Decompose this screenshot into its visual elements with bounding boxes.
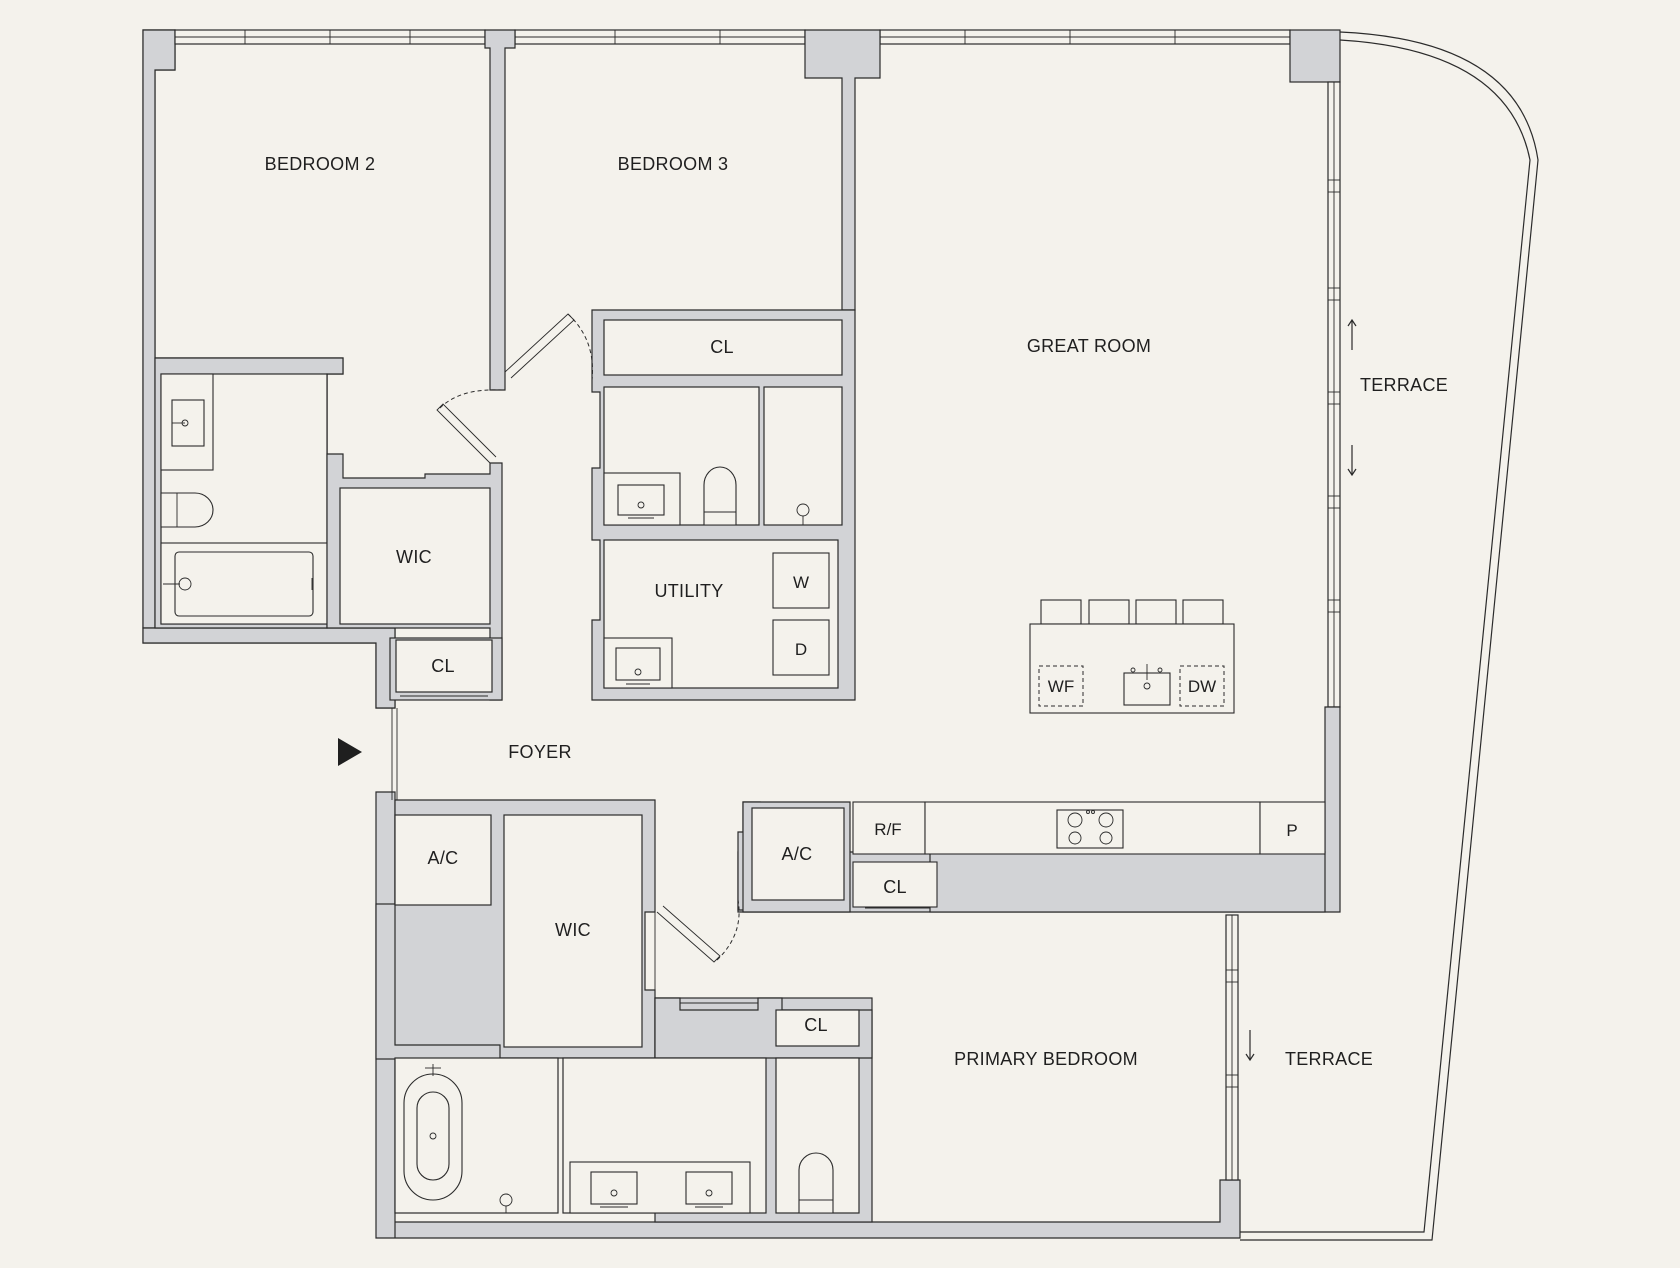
arrow-up-icon bbox=[1347, 318, 1357, 350]
bedroom3-service-block bbox=[591, 309, 856, 701]
label-great-room: GREAT ROOM bbox=[1027, 336, 1151, 356]
label-closet-foyer: CL bbox=[431, 656, 455, 676]
label-ac-right: A/C bbox=[782, 844, 813, 864]
label-primary-bedroom: PRIMARY BEDROOM bbox=[954, 1049, 1138, 1069]
label-wic-primary: WIC bbox=[555, 920, 591, 940]
label-closet-kitchen: CL bbox=[883, 877, 907, 897]
label-bedroom2: BEDROOM 2 bbox=[265, 154, 376, 174]
wic-bedroom2 bbox=[326, 453, 503, 701]
primary-wic-block bbox=[394, 799, 656, 1059]
label-terrace-upper: TERRACE bbox=[1360, 375, 1448, 395]
label-pantry: P bbox=[1286, 821, 1297, 840]
entry-arrow-icon bbox=[338, 738, 362, 766]
label-refrigerator: R/F bbox=[874, 820, 901, 839]
label-closet-primary: CL bbox=[804, 1015, 828, 1035]
kitchen-island bbox=[1029, 599, 1235, 714]
label-wic-bedroom2: WIC bbox=[396, 547, 432, 567]
primary-bath bbox=[394, 997, 873, 1223]
label-foyer: FOYER bbox=[508, 742, 572, 762]
doors-upper bbox=[436, 313, 593, 464]
label-dishwasher: DW bbox=[1188, 677, 1216, 696]
label-utility: UTILITY bbox=[654, 581, 723, 601]
label-dryer: D bbox=[795, 640, 807, 659]
door-primary bbox=[654, 899, 758, 1004]
closet-foyer-shape bbox=[389, 637, 503, 701]
arrow-down-icon bbox=[1347, 445, 1357, 477]
label-wine-fridge: WF bbox=[1048, 677, 1074, 696]
label-closet-bedroom3: CL bbox=[710, 337, 734, 357]
label-washer: W bbox=[793, 573, 809, 592]
bathroom-bedroom2 bbox=[154, 357, 344, 629]
label-terrace-lower: TERRACE bbox=[1285, 1049, 1373, 1069]
label-ac-left: A/C bbox=[428, 848, 459, 868]
terrace-outline bbox=[1240, 31, 1539, 1241]
kitchen-counter bbox=[737, 801, 1326, 913]
entry-door-lines bbox=[391, 708, 398, 800]
label-bedroom3: BEDROOM 3 bbox=[618, 154, 729, 174]
arrow-down-icon bbox=[1245, 1030, 1255, 1062]
